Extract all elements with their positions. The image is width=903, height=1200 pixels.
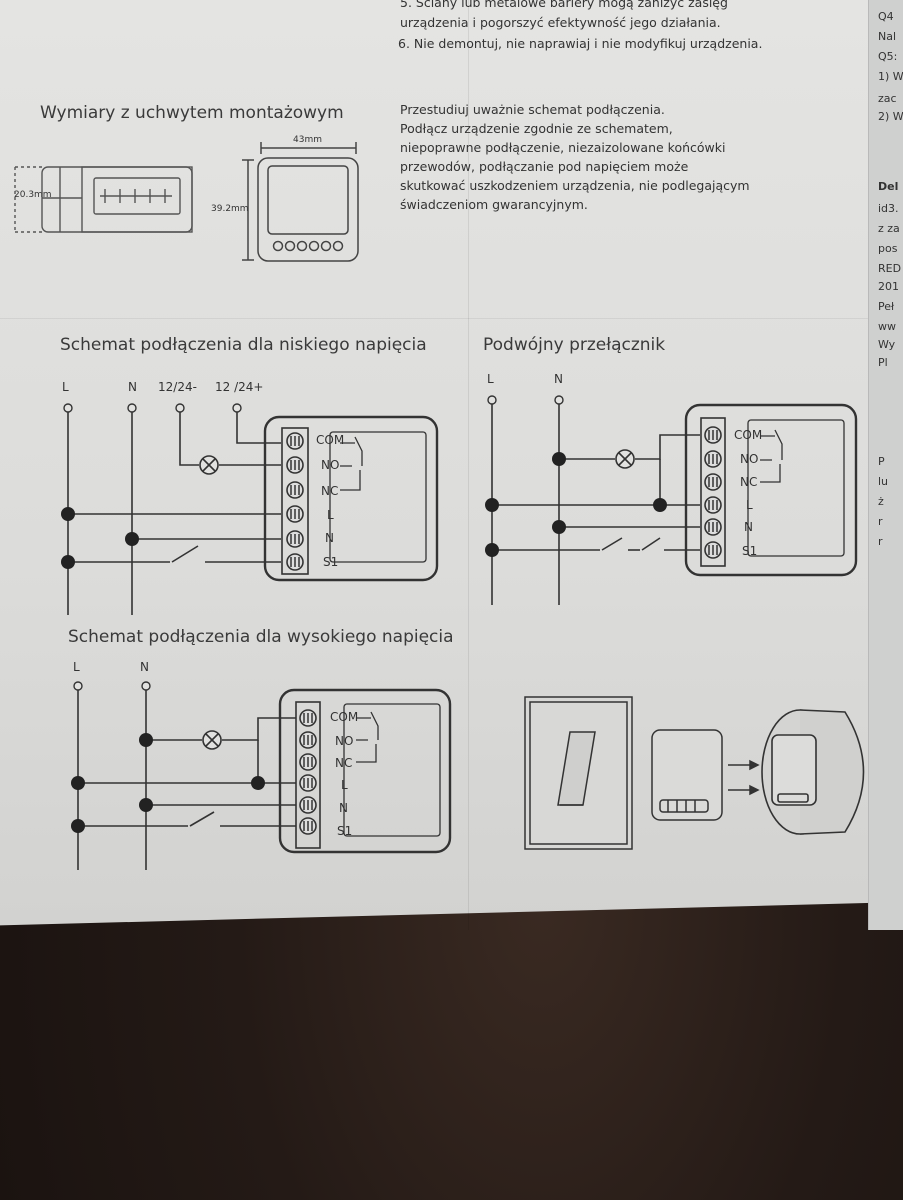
high-voltage-schematic [77, 688, 452, 870]
side-text-13: Peł [878, 300, 895, 313]
lv-line-label-minus: 12/24- [158, 380, 197, 394]
warning-line-3: 6. Nie demontuj, nie naprawiaj i nie mod… [398, 36, 763, 51]
front-view-module [242, 142, 359, 262]
lv-line-label-l: L [62, 380, 69, 394]
high-voltage-title: Schemat podłączenia dla wysokiego napięc… [68, 627, 454, 647]
side-text-10: pos [878, 242, 898, 255]
double-switch-terminals [704, 426, 722, 559]
side-text-8: id3. [878, 202, 899, 215]
fold-line-horizontal [0, 318, 868, 319]
height-label: 20.3mm [14, 190, 52, 200]
wall-switch-illustration [524, 696, 633, 850]
side-text-16: Pl [878, 356, 888, 369]
dimensions-title: Wymiary z uchwytem montażowym [40, 103, 344, 123]
low-voltage-title: Schemat podłączenia dla niskiego napięci… [60, 335, 427, 355]
wiring-drawings [14, 142, 865, 870]
instruction-line-5: skutkować uszkodzeniem urządzenia, nie p… [400, 178, 750, 193]
instruction-line-6: świadczeniom gwarancyjnym. [400, 197, 588, 212]
side-view-module [14, 166, 193, 233]
side-text-5: zac [878, 92, 897, 105]
high-voltage-terminals [299, 709, 317, 835]
low-voltage-schematic [67, 410, 439, 615]
side-text-19: ż [878, 495, 884, 508]
fold-line-vertical [468, 0, 469, 930]
relay-module-illustration [651, 729, 760, 821]
ds-terminal-nc: NC [740, 475, 758, 489]
side-text-15: Wy [878, 338, 896, 351]
manual-sheet [0, 0, 903, 926]
ds-terminal-no: NO [740, 452, 759, 466]
instruction-line-2: Podłącz urządzenie zgodnie ze schematem, [400, 121, 673, 136]
depth-label: 39.2mm [211, 204, 249, 214]
instruction-line-4: przewodów, podłączanie pod napięciem moż… [400, 159, 689, 174]
side-text-21: r [878, 535, 883, 548]
side-text-20: r [878, 515, 883, 528]
ds-line-label-l: L [487, 372, 494, 386]
ds-terminal-s1: S1 [742, 544, 758, 558]
side-text-3: Q5: [878, 50, 898, 63]
side-text-14: ww [878, 320, 896, 333]
ds-terminal-l: L [746, 498, 753, 512]
warning-line-1: 5. Ściany lub metalowe bariery mogą zani… [400, 0, 728, 10]
low-voltage-terminals [286, 432, 304, 571]
double-switch-schematic [491, 402, 858, 605]
adjacent-sheet [868, 0, 903, 930]
side-text-9: z za [878, 222, 900, 235]
wall-box-illustration [761, 709, 865, 835]
hv-line-label-n: N [140, 660, 149, 674]
side-text-4: 1) W [878, 70, 903, 83]
instruction-line-1: Przestudiuj uważnie schemat podłączenia. [400, 102, 665, 117]
side-text-2: Nal [878, 30, 897, 43]
side-text-7: Del [878, 180, 899, 193]
hv-line-label-l: L [73, 660, 80, 674]
width-label: 43mm [293, 135, 322, 145]
side-text-1: Q4 [878, 10, 894, 23]
side-text-11: RED [878, 262, 902, 275]
instruction-line-3: niepoprawne podłączenie, niezaizolowane … [400, 140, 726, 155]
double-switch-title: Podwójny przełącznik [483, 335, 666, 355]
side-text-17: P [878, 455, 885, 468]
side-text-12: 201 [878, 280, 899, 293]
side-text-6: 2) W [878, 110, 903, 123]
warning-line-2: urządzenia i pogorszyć efektywność jego … [400, 15, 721, 30]
lv-line-label-n: N [128, 380, 137, 394]
ds-line-label-n: N [554, 372, 563, 386]
lv-line-label-plus: 12 /24+ [215, 380, 264, 394]
side-text-18: lu [878, 475, 889, 488]
